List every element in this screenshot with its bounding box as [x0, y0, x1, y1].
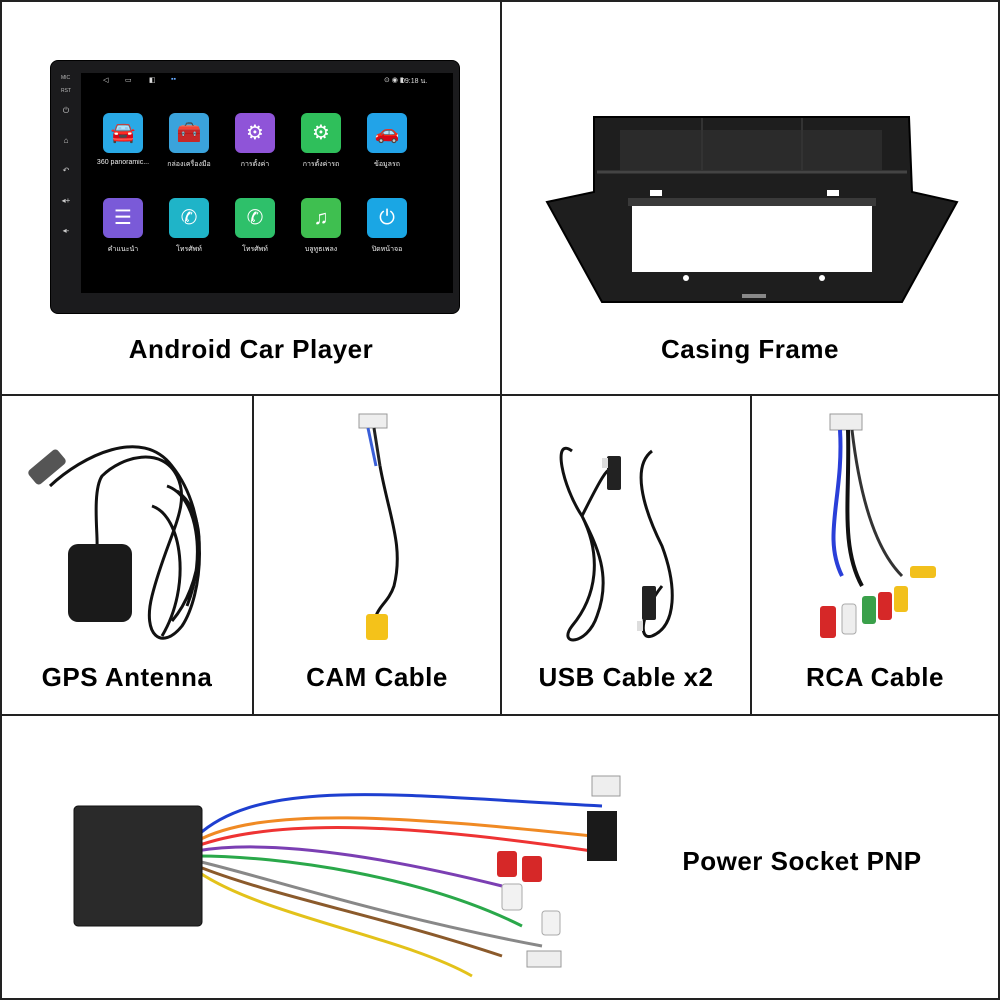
caption-casing-frame: Casing Frame: [661, 334, 839, 364]
usb-cable-panel: USB Cable x2: [500, 394, 752, 716]
app-tile: ⏻: [367, 198, 407, 238]
home-key-icon[interactable]: ⌂: [63, 136, 69, 145]
app-shortcut[interactable]: 🧰 กล่องเครื่องมือ: [159, 113, 219, 170]
app-shortcut[interactable]: ⚙ การตั้งค่ารถ: [291, 113, 351, 170]
app-tile: ✆: [169, 198, 209, 238]
status-icons: ⊙ ◉ ▮: [384, 77, 404, 84]
rst-label: RST: [61, 88, 71, 94]
status-bar: ◁ ▭ ◧ ▪▪ ⊙ ◉ ▮ 09:18 น.: [81, 73, 453, 89]
app-tile: 🚗: [367, 113, 407, 153]
caption-power-socket: Power Socket PNP: [682, 846, 922, 876]
app-label: ข้อมูลรถ: [374, 161, 400, 168]
app-label: โทรศัพท์: [176, 246, 202, 253]
nav-home-icon[interactable]: ▭: [125, 77, 132, 84]
back-key-icon[interactable]: ↶: [62, 166, 70, 175]
toolbox-icon: 🧰: [176, 122, 202, 144]
app-shortcut[interactable]: ☰ คำแนะนำ: [93, 198, 153, 255]
status-time: 09:18 น.: [401, 78, 428, 85]
app-shortcut[interactable]: ✆ โทรศัพท์: [225, 198, 285, 255]
list-icon: ☰: [114, 207, 132, 229]
app-shortcut[interactable]: 🚗 ข้อมูลรถ: [357, 113, 417, 170]
app-label: บลูทูธเพลง: [304, 246, 338, 253]
app-label: โทรศัพท์: [242, 246, 268, 253]
app-tile: 🧰: [169, 113, 209, 153]
caption-android-car-player: Android Car Player: [128, 334, 374, 364]
casing-frame-image: [545, 116, 959, 303]
power-socket-harness-image: [73, 775, 621, 978]
app-label: การตั้งค่า: [240, 161, 270, 168]
phone-icon: ✆: [180, 207, 198, 229]
phone-icon: ✆: [246, 207, 264, 229]
nav-back-icon[interactable]: ◁: [103, 77, 109, 84]
app-tile: ☰: [103, 198, 143, 238]
app-label: 360 panoramic...: [96, 159, 150, 166]
app-shortcut[interactable]: ✆ โทรศัพท์: [159, 198, 219, 255]
casing-frame-panel: Casing Frame: [500, 0, 1000, 396]
gps-antenna-image: [28, 445, 201, 640]
volume-down-key-icon[interactable]: ◂-: [62, 226, 70, 235]
app-tile: 🚘: [103, 113, 143, 153]
rca-cable-panel: RCA Cable: [750, 394, 1000, 716]
caption-gps-antenna: GPS Antenna: [41, 662, 213, 692]
nav-recent-icon[interactable]: ◧: [149, 77, 156, 84]
head-unit-device: MIC RST ⏻ ⌂ ↶ ◂+ ◂- ◁ ▭ ◧ ▪▪ ⊙ ◉ ▮ 09:18…: [50, 60, 460, 314]
app-label: ปิดหน้าจอ: [371, 246, 403, 253]
android-car-player-panel: MIC RST ⏻ ⌂ ↶ ◂+ ◂- ◁ ▭ ◧ ▪▪ ⊙ ◉ ▮ 09:18…: [0, 0, 502, 396]
app-label: การตั้งค่ารถ: [302, 161, 340, 168]
device-screen: ◁ ▭ ◧ ▪▪ ⊙ ◉ ▮ 09:18 น. 🚘 360 panoramic..…: [81, 73, 453, 293]
app-tile: ✆: [235, 198, 275, 238]
notification-icon: ▪▪: [171, 76, 176, 83]
power-socket-panel: Power Socket PNP: [0, 714, 1000, 1000]
volume-up-key-icon[interactable]: ◂+: [61, 196, 71, 205]
power-key-icon[interactable]: ⏻: [62, 106, 70, 115]
app-shortcut[interactable]: ⚙ การตั้งค่า: [225, 113, 285, 170]
cam-cable-image: [358, 413, 399, 640]
usb-cable-image: [559, 446, 674, 642]
bluetooth-music-icon: ♫: [313, 207, 329, 229]
gps-antenna-panel: GPS Antenna: [0, 394, 254, 716]
app-tile: ⚙: [235, 113, 275, 153]
gear-icon: ⚙: [246, 122, 264, 144]
app-shortcut[interactable]: ⏻ ปิดหน้าจอ: [357, 198, 417, 255]
cam-cable-panel: CAM Cable: [252, 394, 502, 716]
app-shortcut[interactable]: 🚘 360 panoramic...: [93, 113, 153, 166]
caption-usb-cable: USB Cable x2: [538, 662, 714, 692]
app-label: กล่องเครื่องมือ: [167, 161, 211, 168]
car-info-icon: 🚗: [374, 122, 400, 144]
app-label: คำแนะนำ: [107, 246, 139, 253]
mic-label: MIC: [61, 75, 71, 81]
caption-cam-cable: CAM Cable: [306, 662, 448, 692]
caption-rca-cable: RCA Cable: [806, 662, 944, 692]
power-icon: ⏻: [379, 207, 395, 229]
app-tile: ♫: [301, 198, 341, 238]
rca-cable-image: [820, 413, 936, 638]
app-shortcut[interactable]: ♫ บลูทูธเพลง: [291, 198, 351, 255]
car-360-icon: 🚘: [110, 122, 136, 144]
app-tile: ⚙: [301, 113, 341, 153]
car-settings-icon: ⚙: [312, 122, 330, 144]
